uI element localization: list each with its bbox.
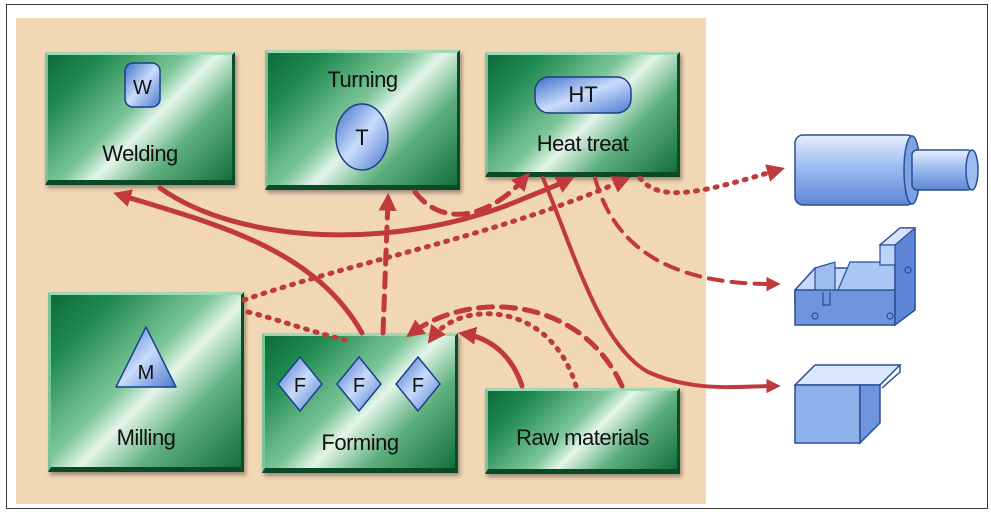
forming-symbol-text-2: F — [353, 375, 365, 397]
flow-raw-to-forming-dashed — [406, 304, 625, 389]
heat-treat-symbol-text: HT — [568, 82, 597, 107]
turned-shaft-part — [794, 134, 979, 206]
figure-frame — [6, 4, 988, 509]
forming-symbol-1: F — [277, 355, 323, 413]
formed-sheet-part — [793, 364, 902, 445]
forming-symbol-text-3: F — [412, 375, 424, 397]
flow-milling-to-heat-treat — [241, 176, 631, 303]
milling-label: Milling — [116, 425, 176, 450]
heat-treat-station: Heat treat — [485, 52, 680, 177]
flow-turning-to-heat-treat — [412, 172, 530, 217]
flow-arrows — [113, 164, 785, 394]
raw-materials-label: Raw materials — [516, 425, 649, 450]
welding-symbol-text: W — [133, 77, 152, 99]
turning-symbol: T — [335, 103, 389, 171]
milled-block-part — [794, 227, 917, 327]
milling-symbol-text: M — [138, 362, 155, 384]
turning-symbol-text: T — [355, 125, 368, 150]
raw-materials-station: Raw materials — [485, 388, 680, 474]
forming-symbol-3: F — [395, 355, 441, 413]
heat-treat-symbol: HT — [534, 76, 632, 114]
forming-label: Forming — [321, 430, 399, 455]
milling-station: Milling — [48, 292, 244, 472]
welding-label: Welding — [102, 141, 178, 166]
flow-heat-treat-to-sheet-part — [541, 176, 781, 394]
forming-symbol-text-1: F — [294, 375, 306, 397]
flow-raw-to-forming-dotted — [427, 311, 579, 389]
flow-milling-to-forming — [245, 309, 348, 343]
flow-heat-treat-to-milled-part — [593, 176, 781, 292]
heat-treat-label: Heat treat — [536, 131, 629, 156]
flow-forming-to-turning — [378, 192, 397, 336]
milling-symbol: M — [115, 326, 177, 388]
forming-symbol-2: F — [336, 355, 382, 413]
turning-label: Turning — [327, 67, 398, 92]
flow-heat-treat-to-shaft — [637, 164, 785, 196]
flow-forming-to-welding — [113, 189, 365, 336]
welding-symbol: W — [124, 62, 161, 108]
flow-raw-to-forming — [457, 326, 525, 389]
